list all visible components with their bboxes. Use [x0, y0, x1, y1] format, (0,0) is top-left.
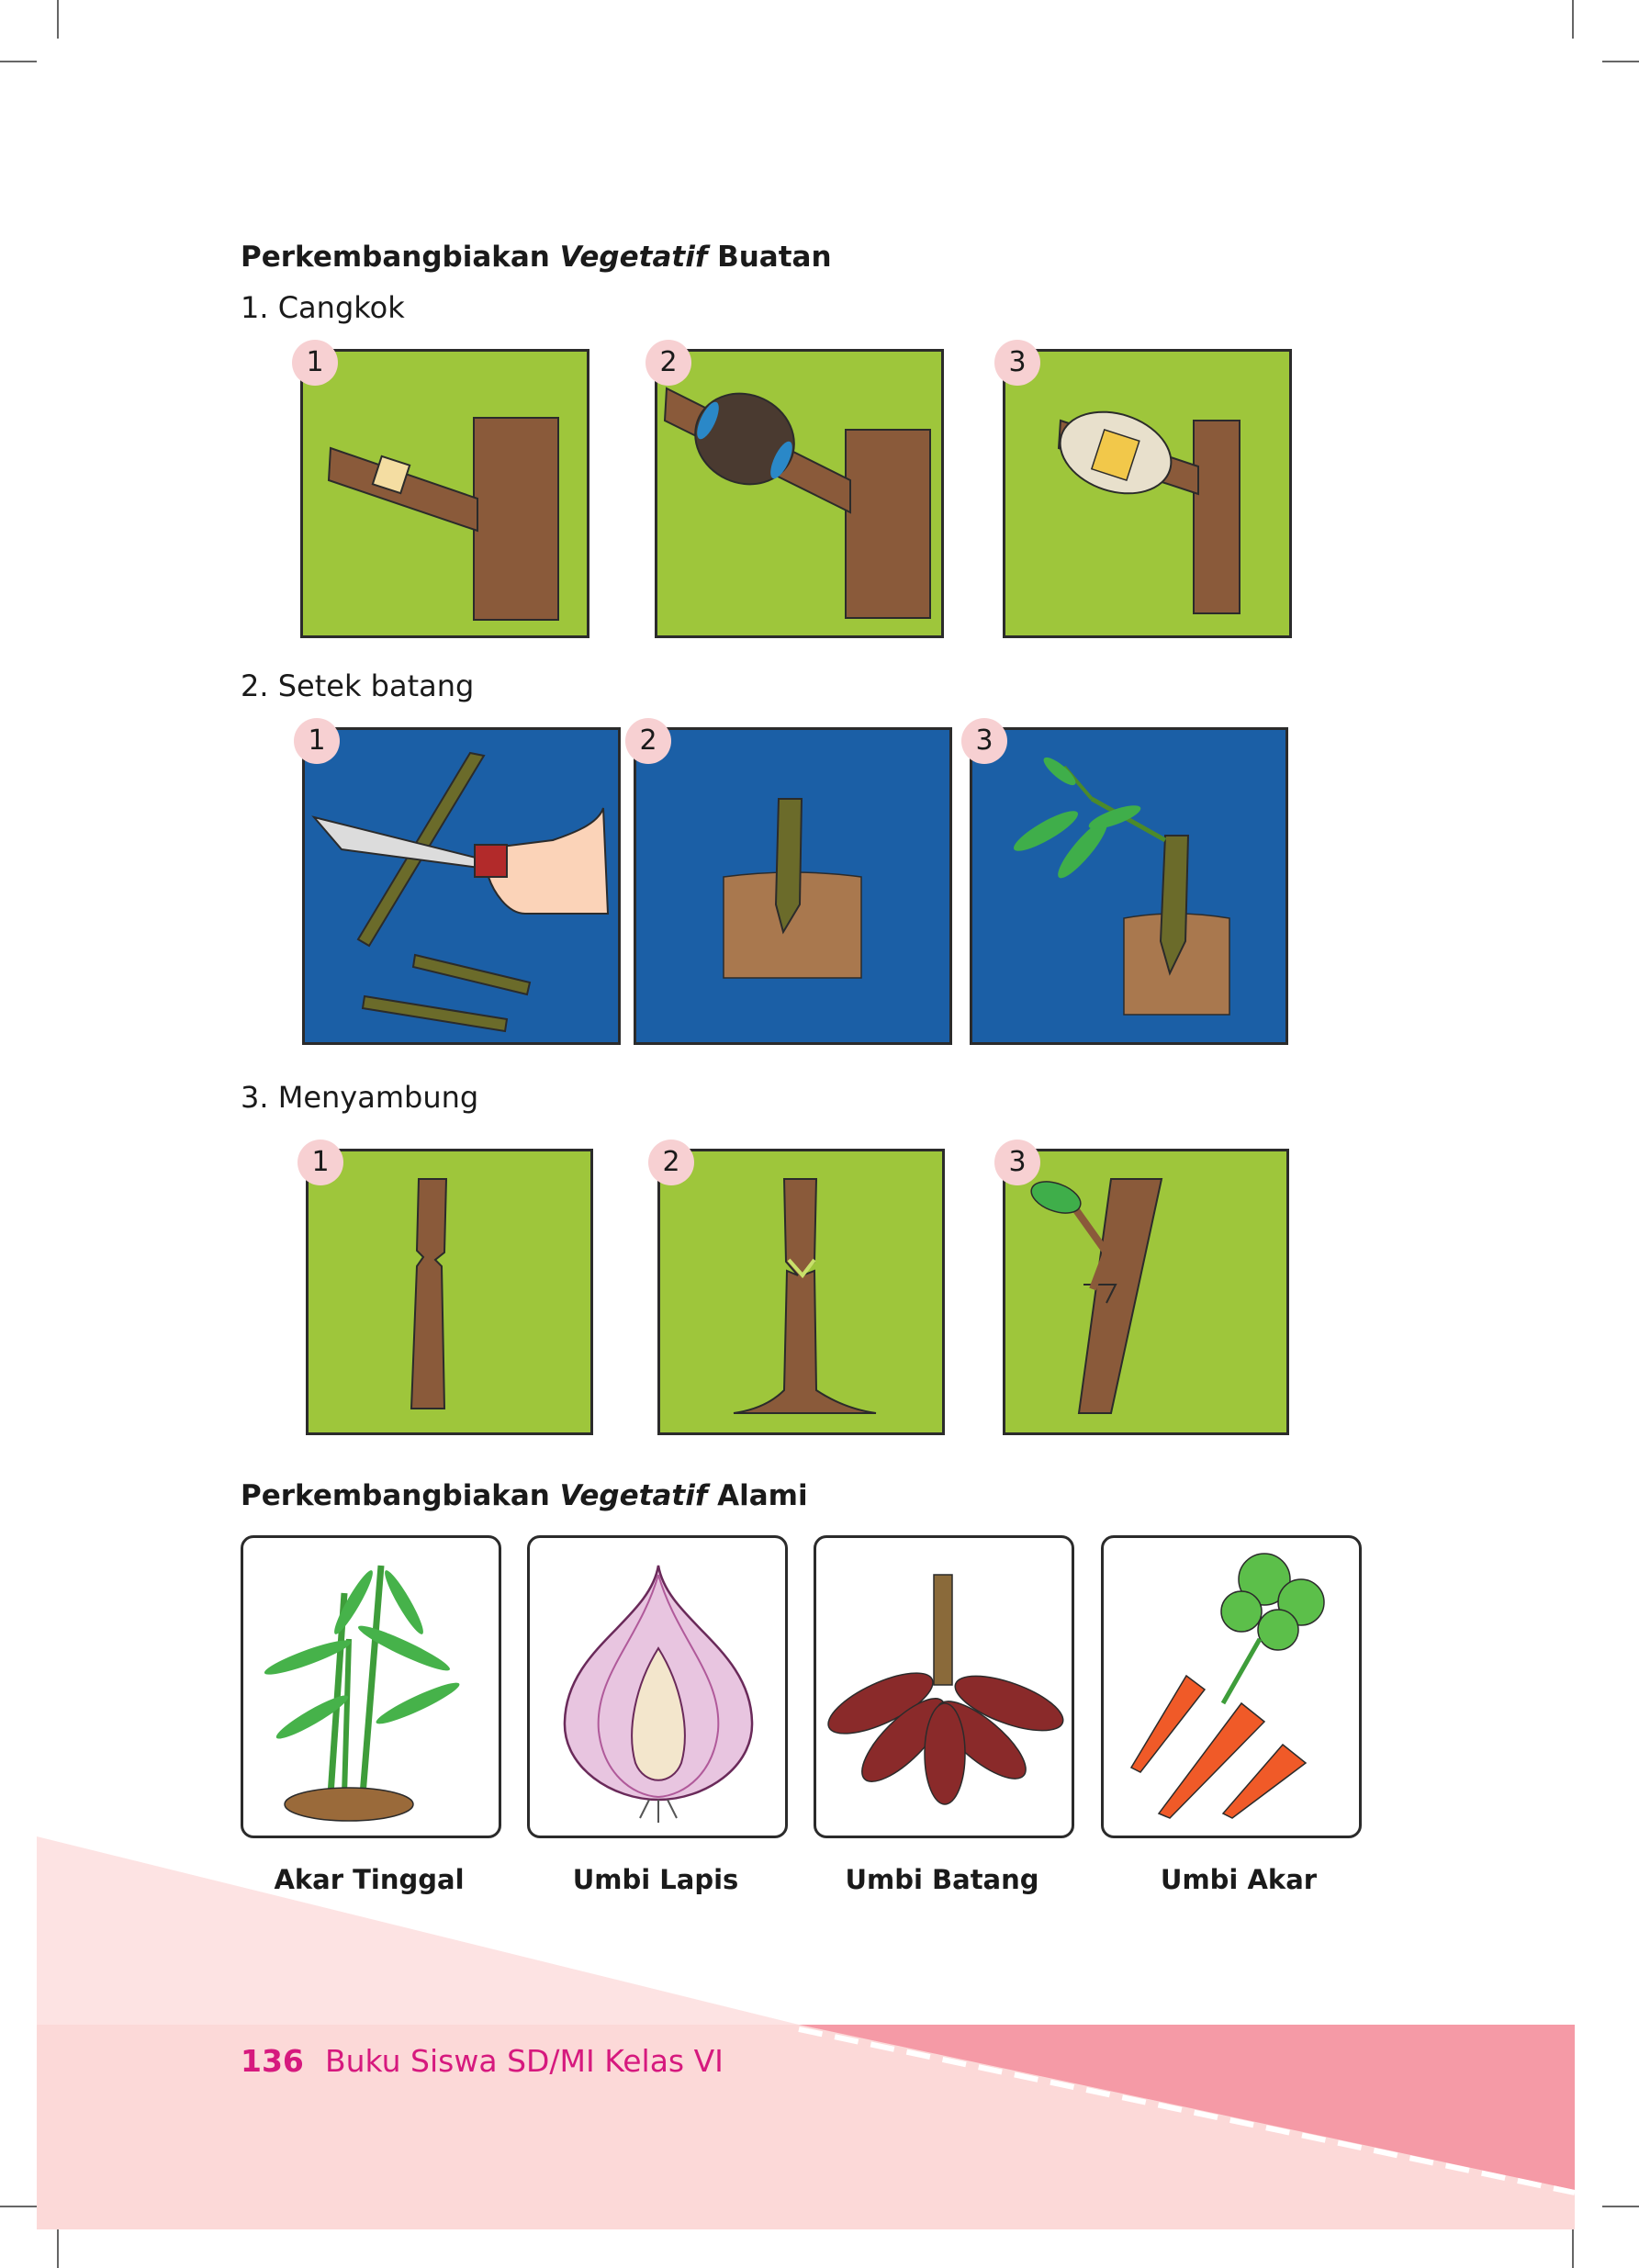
book-title: Buku Siswa SD/MI Kelas VI — [325, 2043, 724, 2079]
step-number: 1 — [294, 718, 340, 764]
caption-umbi-lapis: Umbi Lapis — [572, 1864, 739, 1895]
cangkok-step-1-panel — [300, 349, 589, 638]
cangkok-step-2-panel — [655, 349, 944, 638]
crop-mark — [0, 2206, 37, 2207]
section-label-setek-batang: 2. Setek batang — [241, 668, 475, 703]
step-number: 2 — [648, 1140, 694, 1185]
step-number: 3 — [994, 340, 1040, 386]
menyambung-step-1-panel — [306, 1149, 593, 1435]
step-number: 1 — [297, 1140, 343, 1185]
crop-mark — [1602, 61, 1639, 62]
step-number: 3 — [961, 718, 1007, 764]
sweet-potato-icon — [827, 1574, 1064, 1805]
ginger-icon — [264, 1565, 460, 1822]
setek-step-1-panel — [302, 727, 621, 1045]
crop-mark — [0, 61, 37, 62]
step-number: 3 — [994, 1140, 1040, 1185]
crop-mark — [57, 2229, 59, 2268]
card-umbi-batang — [814, 1535, 1074, 1838]
setek-step-2-panel — [634, 727, 952, 1045]
section-label-menyambung: 3. Menyambung — [241, 1080, 479, 1115]
step-number: 1 — [292, 340, 338, 386]
caption-umbi-akar: Umbi Akar — [1160, 1864, 1318, 1895]
card-umbi-lapis — [527, 1535, 788, 1838]
onion-icon — [563, 1565, 754, 1823]
card-umbi-akar — [1101, 1535, 1362, 1838]
setek-step-3-panel — [970, 727, 1288, 1045]
crop-mark — [1602, 2206, 1639, 2207]
carrot-icon — [1129, 1553, 1325, 1819]
menyambung-step-2-panel — [657, 1149, 945, 1435]
heading-artificial: Perkembangbiakan Vegetatif Buatan — [241, 241, 832, 274]
step-number: 2 — [625, 718, 671, 764]
section-label-cangkok: 1. Cangkok — [241, 290, 405, 325]
heading-natural: Perkembangbiakan Vegetatif Alami — [241, 1479, 808, 1512]
card-akar-tinggal — [241, 1535, 501, 1838]
menyambung-step-3-panel — [1003, 1149, 1289, 1435]
caption-akar-tinggal: Akar Tinggal — [274, 1864, 465, 1895]
step-number: 2 — [645, 340, 691, 386]
page-number: 136 — [241, 2043, 304, 2079]
crop-mark — [57, 0, 59, 39]
cangkok-step-3-panel — [1003, 349, 1292, 638]
crop-mark — [1572, 2229, 1574, 2268]
crop-mark — [1572, 0, 1574, 39]
caption-umbi-batang: Umbi Batang — [845, 1864, 1039, 1895]
